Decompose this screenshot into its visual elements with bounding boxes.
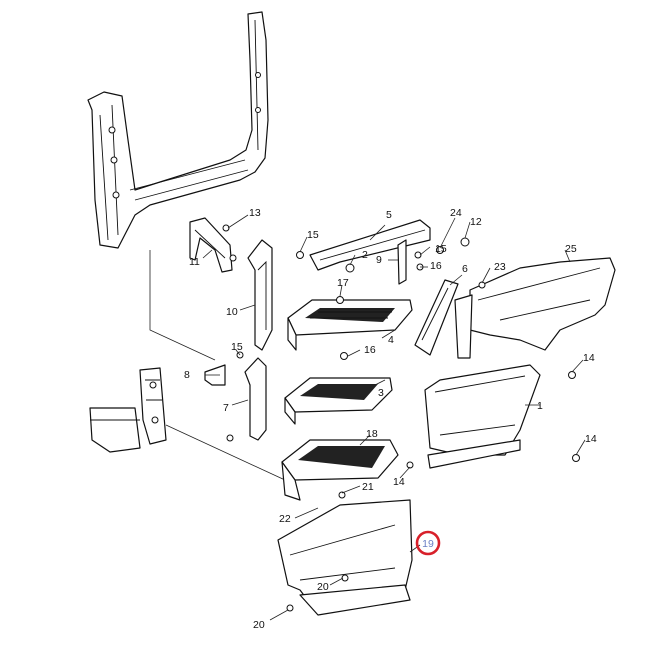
callout-8[interactable]: 8	[184, 369, 190, 381]
part-10-support	[247, 239, 273, 351]
callout-24[interactable]: 24	[450, 207, 462, 219]
callout-11[interactable]: 11	[189, 256, 200, 268]
highlighted-callout-19[interactable]: 19	[415, 530, 441, 556]
callout-14-a[interactable]: 14	[583, 352, 595, 364]
part-9-bracket	[397, 239, 407, 285]
callout-10[interactable]: 10	[226, 306, 238, 318]
part-7-support	[244, 357, 267, 441]
callout-14-b[interactable]: 14	[585, 433, 597, 445]
callout-21[interactable]: 21	[362, 481, 374, 493]
part-6-trim	[414, 279, 459, 356]
callout-5[interactable]: 5	[386, 209, 392, 221]
part-23-trim	[454, 294, 473, 359]
callout-17[interactable]: 17	[337, 277, 349, 289]
callout-7[interactable]: 7	[223, 402, 229, 414]
part-1-housing	[424, 364, 541, 469]
cab-frame-lower-left	[89, 367, 167, 453]
part-19-step-cover	[277, 499, 413, 616]
callout-25[interactable]: 25	[565, 243, 577, 255]
callout-15-b[interactable]: 15	[435, 243, 447, 255]
part-13-fastener	[222, 224, 230, 232]
callout-14-c[interactable]: 14	[393, 476, 405, 488]
part-4-step-upper	[287, 299, 413, 351]
part-5-bracket	[309, 219, 431, 271]
callout-9[interactable]: 9	[376, 254, 382, 266]
callout-22[interactable]: 22	[279, 513, 291, 525]
callout-20-b[interactable]: 20	[253, 619, 265, 631]
callout-12[interactable]: 12	[470, 216, 482, 228]
callout-3[interactable]: 3	[378, 387, 384, 399]
part-25-fender	[469, 257, 616, 351]
fasteners	[226, 237, 580, 612]
highlight-ring	[415, 530, 441, 556]
callout-1[interactable]: 1	[537, 400, 543, 412]
callout-4[interactable]: 4	[388, 334, 394, 346]
callout-6[interactable]: 6	[462, 263, 468, 275]
callout-15-c[interactable]: 15	[231, 341, 243, 353]
callout-16-b[interactable]: 16	[364, 344, 376, 356]
body-pillar-frame	[87, 11, 269, 249]
callout-20-a[interactable]: 20	[317, 581, 329, 593]
callout-23[interactable]: 23	[494, 261, 506, 273]
callout-13[interactable]: 13	[249, 207, 261, 219]
part-11-bracket	[189, 217, 233, 273]
callout-2[interactable]: 2	[362, 249, 368, 261]
part-3-step-middle	[284, 377, 393, 425]
callout-15-a[interactable]: 15	[307, 229, 319, 241]
part-18-step-lower	[281, 439, 399, 501]
callout-19[interactable]: 19	[422, 538, 434, 550]
callout-16-a[interactable]: 16	[430, 260, 442, 272]
leader-lines	[202, 214, 586, 621]
callout-labels: 13 11 10 15 2 17 5 15 16 9 24 12 23 25 6…	[184, 207, 597, 631]
callout-18[interactable]: 18	[366, 428, 378, 440]
